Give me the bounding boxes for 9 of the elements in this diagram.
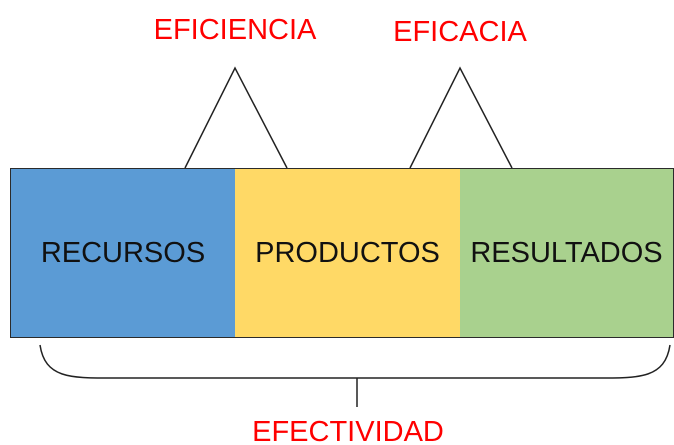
annotation-label: EFICIENCIA	[154, 14, 316, 47]
process-box	[235, 168, 461, 338]
box-label: RECURSOS	[40, 236, 206, 270]
annotation-label: EFECTIVIDAD	[252, 416, 444, 445]
process-box	[460, 168, 674, 338]
process-box	[10, 168, 236, 338]
annotation-label: EFICACIA	[393, 16, 527, 49]
box-label: RESULTADOS	[470, 236, 663, 270]
box-label: PRODUCTOS	[255, 236, 440, 270]
